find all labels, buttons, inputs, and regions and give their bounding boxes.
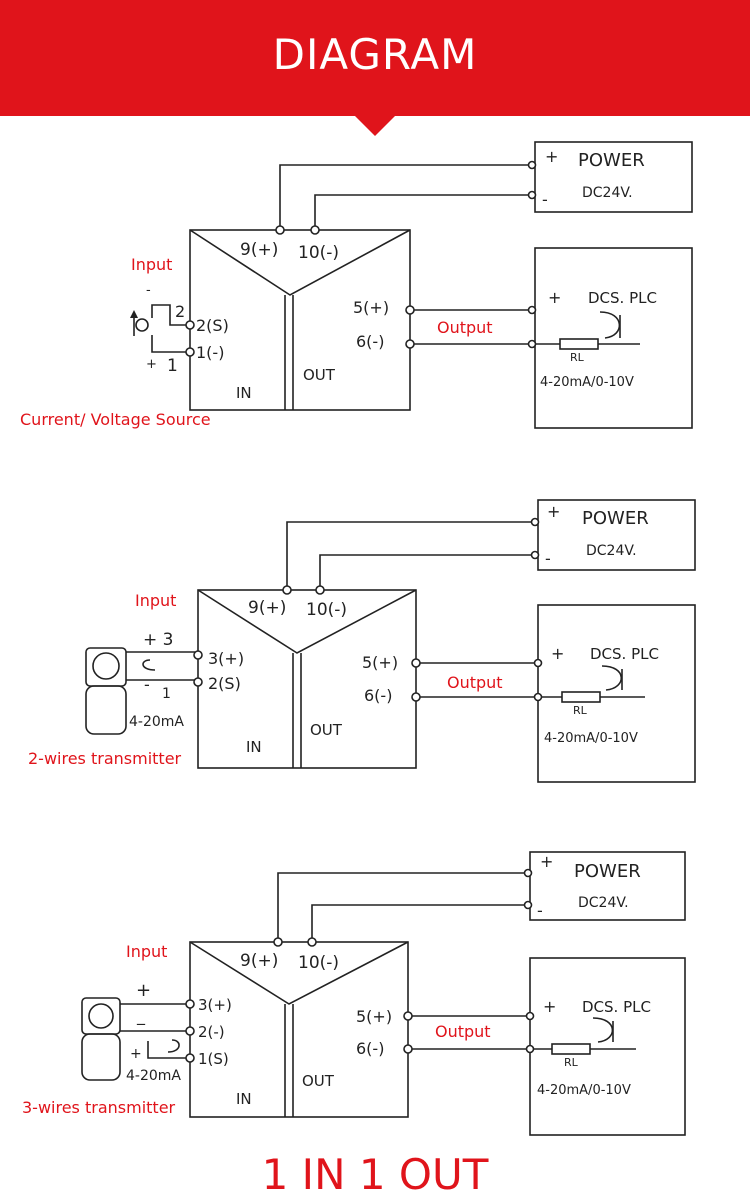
footer-title: 1 IN 1 OUT <box>261 1150 489 1199</box>
dcs-plus: + <box>543 997 556 1016</box>
terminal-2s: 2(S) <box>196 316 229 335</box>
power-plus: + <box>545 147 558 166</box>
terminal-9: 9(+) <box>248 598 286 618</box>
terminal-5: 5(+) <box>362 653 398 672</box>
power-voltage: DC24V. <box>582 185 633 201</box>
power-minus: - <box>537 901 543 920</box>
power-box <box>537 499 696 571</box>
range-label: 4-20mA/0-10V <box>540 375 634 390</box>
in-label: IN <box>236 384 252 402</box>
source-2: 2 <box>175 302 185 321</box>
out-label: OUT <box>302 1072 335 1090</box>
transmitter-minus: _ <box>136 1006 146 1026</box>
dcs-plus: + <box>551 644 564 663</box>
input-label: Input <box>126 942 167 961</box>
output-label: Output <box>435 1022 491 1041</box>
in-label: IN <box>236 1090 252 1108</box>
transmitter-ma: 4-20mA <box>126 1068 181 1084</box>
dcs-title: DCS. PLC <box>588 289 657 307</box>
terminal-6: 6(-) <box>356 1039 384 1058</box>
input-label: Input <box>135 591 176 610</box>
terminals-1 <box>185 160 537 357</box>
output-label: Output <box>447 673 503 692</box>
power-voltage: DC24V. <box>578 895 629 911</box>
terminal-2: 2(-) <box>198 1023 225 1041</box>
in-label: IN <box>246 738 262 756</box>
power-title: POWER <box>578 150 645 171</box>
transmitter-plus3: + 3 <box>143 630 173 650</box>
terminal-2s: 2(S) <box>208 674 241 693</box>
dcs-title: DCS. PLC <box>582 998 651 1016</box>
rl-label: RL <box>564 1056 579 1069</box>
power-title: POWER <box>582 508 649 529</box>
banner-notch <box>355 116 395 136</box>
terminal-5: 5(+) <box>356 1007 392 1026</box>
transmitter-minus: - <box>144 675 150 694</box>
dcs-plus: + <box>548 288 561 307</box>
power-minus: - <box>542 190 548 209</box>
terminal-10: 10(-) <box>298 243 339 263</box>
transmitter-caption: 3-wires transmitter <box>22 1098 176 1117</box>
terminals-3 <box>185 868 535 1063</box>
diagram-3 <box>81 851 686 1136</box>
out-label: OUT <box>303 366 336 384</box>
terminal-10: 10(-) <box>298 953 339 973</box>
terminal-5: 5(+) <box>353 298 389 317</box>
transmitter-caption: 2-wires transmitter <box>28 749 182 768</box>
range-label: 4-20mA/0-10V <box>544 731 638 746</box>
power-minus: - <box>545 549 551 568</box>
dcs-box <box>529 957 686 1136</box>
source-minus: - <box>146 283 151 298</box>
terminal-6: 6(-) <box>356 332 384 351</box>
terminal-3: 3(+) <box>208 649 244 668</box>
power-box <box>529 851 686 921</box>
power-plus: + <box>547 502 560 521</box>
power-voltage: DC24V. <box>586 543 637 559</box>
terminal-10: 10(-) <box>306 600 347 620</box>
header-banner: DIAGRAM <box>0 0 750 116</box>
transmitter-1: 1 <box>162 686 171 702</box>
transmitter-plus2: + <box>130 1046 142 1062</box>
dcs-box <box>534 247 693 429</box>
output-label: Output <box>437 318 493 337</box>
source-1: 1 <box>167 356 178 376</box>
power-box <box>534 141 693 213</box>
terminal-3: 3(+) <box>198 996 232 1014</box>
transmitter-plus: + <box>136 980 151 1001</box>
dcs-title: DCS. PLC <box>590 645 659 663</box>
terminal-9: 9(+) <box>240 240 278 260</box>
range-label: 4-20mA/0-10V <box>537 1083 631 1098</box>
page-title: DIAGRAM <box>272 30 478 79</box>
transmitter-ma: 4-20mA <box>129 714 184 730</box>
source-caption: Current/ Voltage Source <box>20 410 211 429</box>
terminal-1s: 1(S) <box>198 1050 229 1068</box>
input-label: Input <box>131 255 172 274</box>
source-plus: + <box>146 357 157 372</box>
module-outline <box>189 229 411 411</box>
rl-label: RL <box>573 704 588 717</box>
out-label: OUT <box>310 721 343 739</box>
terminal-1: 1(-) <box>196 343 224 362</box>
power-title: POWER <box>574 861 641 882</box>
power-plus: + <box>540 852 553 871</box>
terminal-6: 6(-) <box>364 686 392 705</box>
terminals-2 <box>193 517 543 702</box>
terminal-9: 9(+) <box>240 951 278 971</box>
diagram-1 <box>133 141 693 429</box>
rl-label: RL <box>570 351 585 364</box>
